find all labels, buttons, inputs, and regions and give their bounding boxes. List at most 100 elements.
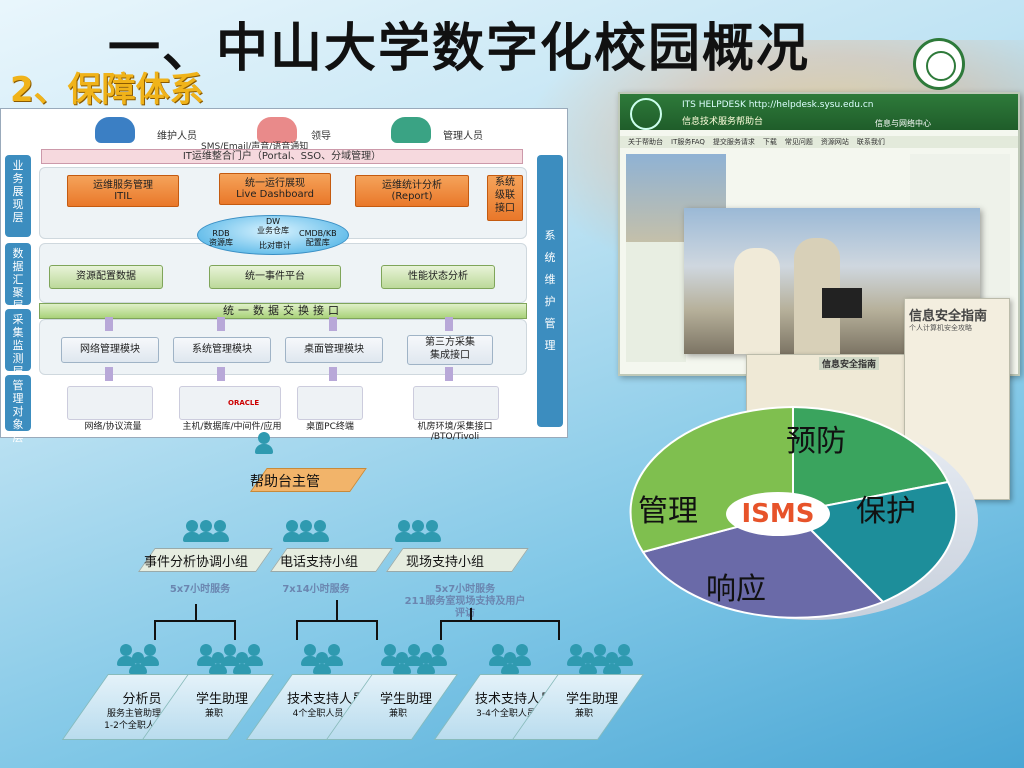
system-maintenance-bar: 系统维护管理: [537, 155, 563, 427]
connector-line: [195, 604, 197, 620]
leaf-role-detail: 4个全职人员: [292, 709, 344, 719]
layer-label-char: 层: [12, 431, 24, 444]
datacenter-equipment-icon: [413, 386, 499, 420]
connector-line: [296, 620, 378, 622]
helpdesk-banner: ITS HELPDESK http://helpdesk.sysu.edu.cn…: [620, 94, 1018, 130]
connector-line: [558, 620, 560, 640]
sector-prevent: [792, 405, 950, 514]
role-label: 维护人员: [157, 131, 197, 142]
leaf-role-detail: 3-4个全职人员: [476, 709, 536, 719]
layer-label-char: 理: [12, 392, 24, 405]
poster-title: 信息安全指南: [909, 309, 988, 324]
helpdesk-nav-item[interactable]: 联系我们: [856, 138, 885, 146]
performance-analysis-box: 性能状态分析: [381, 265, 495, 289]
isms-label-prevent: 预防: [786, 424, 846, 459]
network-module-box: 网络管理模块: [61, 337, 159, 363]
helpdesk-url: ITS HELPDESK http://helpdesk.sysu.edu.cn: [682, 100, 874, 110]
layer-label-char: 管: [12, 379, 24, 392]
layer-label-char: 层: [12, 365, 24, 378]
slide-subtitle: 2、保障体系: [10, 70, 204, 110]
object-label: 机房环境/采集接口/BTO/Tivoli: [417, 422, 493, 442]
helpdesk-nav-item[interactable]: 下载: [762, 138, 777, 146]
layer-label-char: 采: [12, 313, 24, 326]
layer-label-char: 象: [12, 418, 24, 431]
leaf-role-detail: 兼职: [388, 709, 407, 719]
leaf-role-name: 学生助理: [195, 692, 248, 707]
layer-label-char: 聚: [12, 286, 24, 299]
data-exchange-bus: 统一数据交换接口: [39, 303, 527, 319]
sector-respond: [641, 510, 885, 619]
resource-config-box: 资源配置数据: [49, 265, 163, 289]
layer-label-char: 层: [12, 211, 24, 224]
layer-label-char: 展: [12, 185, 24, 198]
helpdesk-org: 信息与网络中心: [875, 119, 931, 128]
helpdesk-nav-item[interactable]: 资源网站: [820, 138, 849, 146]
helpdesk-nav-item[interactable]: 关于帮助台: [628, 138, 663, 146]
sector-protect: [790, 480, 958, 604]
connector-line: [296, 620, 298, 640]
layer-label-char: 务: [12, 172, 24, 185]
layer-label-char: 层: [12, 299, 24, 312]
it-portal-bar: IT运维整合门户（Portal、SSO、分域管理）: [41, 149, 523, 164]
poster-subtitle: 个人计算机安全攻略: [909, 324, 972, 332]
isms-label-respond: 响应: [706, 572, 766, 607]
connector-line: [234, 620, 236, 640]
right-bar-char: 护: [544, 295, 556, 308]
network-topology-icon: [67, 386, 153, 420]
slide-title: 一、中山大学数字化校园概况: [108, 19, 811, 79]
up-down-arrow-icon: [445, 317, 453, 331]
university-logo-icon: [913, 38, 965, 90]
up-down-arrow-icon: [105, 317, 113, 331]
connector-line: [336, 600, 338, 620]
right-bar-char: 理: [544, 339, 556, 352]
maintainer-people-icon: [95, 117, 135, 143]
db-audit-label: 比对审计: [259, 241, 291, 250]
layer-label-char: 集: [12, 326, 24, 339]
third-party-interface-box: 第三方采集集成接口: [407, 335, 493, 365]
object-label: 主机/数据库/中间件/应用: [182, 422, 282, 432]
helpdesk-nav-item[interactable]: IT服务FAQ: [671, 138, 705, 146]
layer-label-data: 数据汇聚层: [5, 243, 31, 312]
university-seal-icon: [630, 98, 662, 130]
group-node: 电话支持小组: [280, 555, 359, 570]
desktop-module-box: 桌面管理模块: [285, 337, 383, 363]
layer-label-char: 监: [12, 339, 24, 352]
layer-label-char: 据: [12, 260, 24, 273]
group-platform: 现场支持小组: [372, 548, 529, 574]
isms-label-protect: 保护: [856, 494, 916, 529]
up-down-arrow-icon: [445, 367, 453, 381]
group-platform: 电话支持小组: [256, 548, 393, 574]
leaf-role-name: 技术支持人员: [286, 692, 365, 707]
group-platform: 事件分析协调小组: [124, 548, 273, 574]
layer-label-objects: 管理对象层: [5, 375, 31, 444]
leaf-role-name: 技术支持人员: [474, 692, 553, 707]
layer-label-char: 数: [12, 247, 24, 260]
desktop-pc-icon: [297, 386, 363, 420]
layer-label-char: 测: [12, 352, 24, 365]
root-node: 帮助台主管: [250, 474, 320, 490]
helpdesk-left-menu: [626, 242, 686, 362]
right-bar-char: 系: [544, 229, 556, 242]
brochure-title: 信息安全指南: [819, 357, 880, 370]
helpdesk-nav-item[interactable]: 提交服务请求: [712, 138, 755, 146]
report-box: 运维统计分析(Report): [355, 175, 469, 207]
leaf-role-detail: 兼职: [574, 709, 593, 719]
layer-label-char: 对: [12, 405, 24, 418]
layer-label-char: 业: [12, 159, 24, 172]
role-label: 领导: [311, 131, 331, 142]
group-node: 事件分析协调小组: [144, 555, 249, 570]
manager-people-icon: [391, 117, 431, 143]
isms-pie-chart: [629, 405, 958, 619]
layer-label-char: 汇: [12, 273, 24, 286]
connector-line: [440, 620, 442, 640]
connector-line: [154, 620, 236, 622]
event-platform-box: 统一事件平台: [209, 265, 341, 289]
helpdesk-nav-item[interactable]: 常见问题: [784, 138, 813, 146]
isms-center-label: ISMS: [726, 492, 830, 536]
